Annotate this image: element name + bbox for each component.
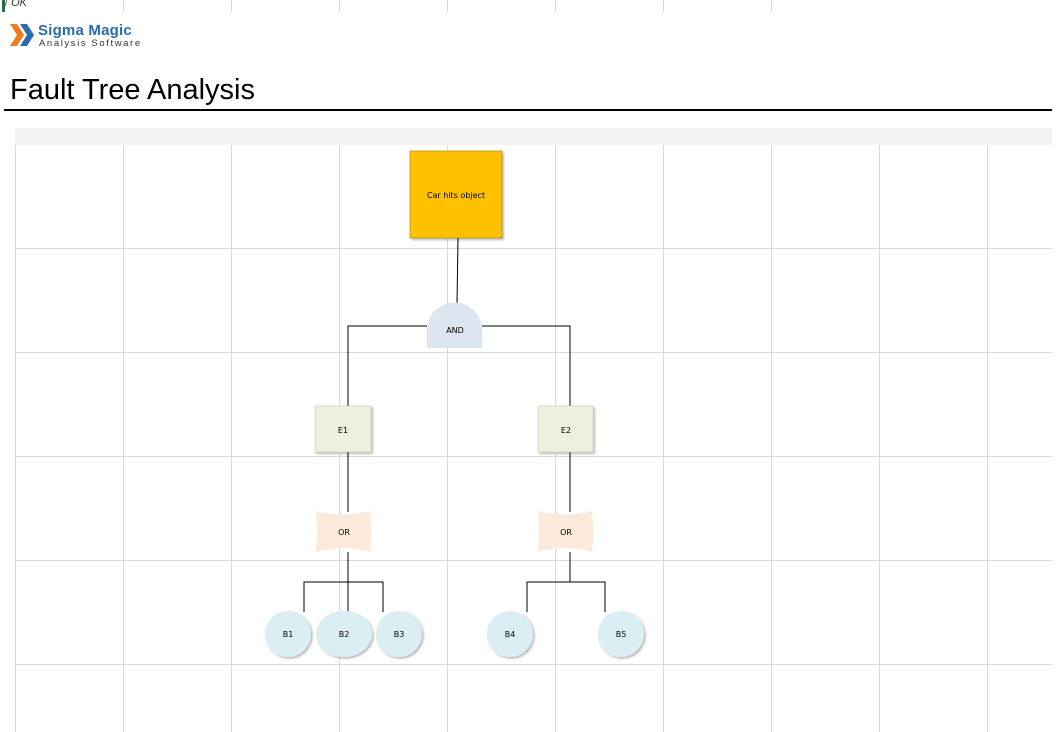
basic-event-b3[interactable]: B3 (376, 611, 422, 657)
cell-mark-text: √ OK (2, 0, 27, 9)
event-e2[interactable]: E2 (537, 405, 594, 453)
sigma-magic-logo-icon (10, 24, 34, 46)
top-event-label: Car hits object (427, 191, 485, 200)
basic-event-label: B1 (283, 630, 294, 639)
basic-event-circle (376, 611, 422, 657)
event-e1[interactable]: E1 (314, 405, 372, 453)
or-gate-label: OR (338, 528, 350, 537)
and-gate[interactable]: AND (427, 302, 482, 348)
connector (347, 325, 427, 406)
basic-event-label: B3 (394, 630, 405, 639)
grid-line (663, 145, 664, 732)
grid-line (15, 560, 1052, 561)
grid-line (987, 145, 988, 732)
basic-event-label: B2 (339, 630, 350, 639)
logo-name: Sigma Magic (38, 22, 132, 39)
grid-line (555, 0, 556, 12)
event-box (537, 405, 594, 453)
basic-event-b4[interactable]: B4 (487, 611, 533, 657)
connector (456, 237, 459, 305)
or-gate-shape (316, 511, 371, 552)
basic-event-b1[interactable]: B1 (265, 611, 311, 657)
basic-event-label: B4 (505, 630, 516, 639)
grid-line (123, 145, 124, 732)
or-gate-1[interactable]: OR (316, 511, 371, 552)
event-label: E2 (561, 426, 571, 435)
or-gate-label: OR (560, 528, 572, 537)
basic-event-circle (316, 611, 372, 657)
grid-line (15, 352, 1052, 353)
grid-line (447, 145, 448, 732)
grid-line (15, 456, 1052, 457)
and-gate-label: AND (446, 326, 464, 335)
page-title: Fault Tree Analysis (10, 74, 255, 106)
connector (482, 325, 571, 406)
or-gate-2[interactable]: OR (538, 511, 593, 552)
top-event-box (409, 150, 503, 239)
grid-line (15, 664, 1052, 665)
event-label: E1 (338, 426, 348, 435)
and-gate-shape (427, 302, 482, 348)
grid-line (231, 0, 232, 12)
top-event[interactable]: Car hits object (409, 150, 503, 239)
basic-event-circle (598, 611, 644, 657)
grid-line (771, 0, 772, 12)
connector (526, 581, 606, 612)
basic-event-circle (265, 611, 311, 657)
header-band (15, 128, 1052, 145)
grid-line (231, 145, 232, 732)
basic-event-b2[interactable]: B2 (316, 611, 372, 657)
connector (303, 581, 384, 612)
or-gate-shape (538, 511, 593, 552)
basic-event-b5[interactable]: B5 (598, 611, 644, 657)
logo-subtitle: Analysis Software (39, 38, 142, 49)
active-cell-marker[interactable] (2, 0, 5, 12)
title-underline (4, 109, 1052, 111)
basic-event-circle (487, 611, 533, 657)
grid-line (15, 145, 16, 732)
grid-line (447, 0, 448, 12)
grid-line (879, 145, 880, 732)
connectors (303, 237, 606, 612)
grid-line (123, 0, 124, 12)
grid-line (663, 0, 664, 12)
grid-line (15, 248, 1052, 249)
grid-line (339, 0, 340, 12)
grid-line (771, 145, 772, 732)
basic-event-label: B5 (616, 630, 627, 639)
event-box (314, 405, 372, 453)
